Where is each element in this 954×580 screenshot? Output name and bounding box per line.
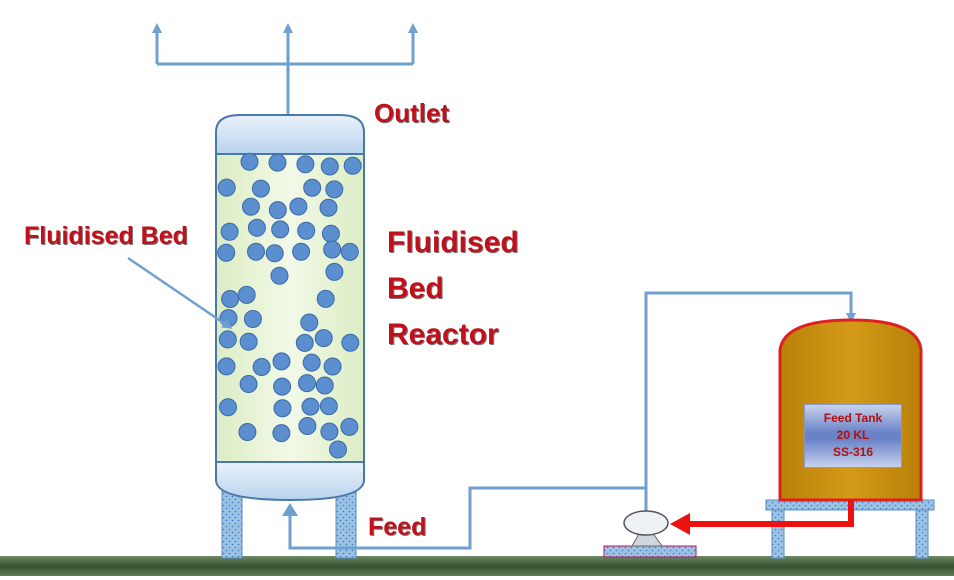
fluidised-bed-region: [215, 153, 365, 463]
arrow-up-icon: [282, 503, 298, 516]
particle: [272, 352, 291, 371]
particle: [273, 377, 292, 396]
particle: [272, 424, 291, 443]
feed-label: Feed: [368, 513, 427, 541]
particle: [295, 333, 314, 352]
ground-bar: [0, 556, 954, 576]
reactor-title-line: Reactor: [387, 318, 499, 351]
particle: [319, 397, 338, 416]
particle: [243, 310, 262, 328]
particle: [292, 242, 311, 261]
particle: [321, 224, 340, 243]
particle: [270, 266, 289, 285]
particle: [320, 157, 339, 176]
reactor-title-line: Bed: [387, 272, 444, 305]
particle: [238, 423, 257, 441]
outlet-pipes: [152, 23, 418, 118]
particle: [265, 244, 284, 263]
feed-piping: [288, 291, 856, 550]
reactor-title-line: Fluidised: [387, 226, 519, 259]
particle: [314, 329, 333, 348]
particle: [251, 179, 270, 198]
particle: [323, 240, 342, 259]
bed-particles: [217, 152, 362, 459]
particle: [219, 398, 237, 417]
particle: [268, 201, 287, 220]
particle: [325, 262, 344, 281]
tank-name: Feed Tank: [823, 411, 883, 425]
particle: [301, 397, 320, 416]
particle: [239, 375, 258, 393]
particle: [302, 353, 321, 372]
reactor-title: Fluidised Bed Reactor: [387, 220, 519, 358]
particle: [271, 220, 290, 239]
tank-capacity: 20 KL: [836, 428, 870, 442]
particle: [241, 197, 260, 216]
particle: [221, 290, 240, 308]
particle: [340, 242, 359, 261]
particle: [329, 440, 347, 459]
particle: [315, 376, 334, 395]
particle: [303, 178, 322, 197]
tank-material: SS-316: [832, 445, 874, 459]
particle: [240, 152, 259, 171]
particle: [217, 178, 236, 197]
particle: [341, 333, 360, 352]
particle: [300, 313, 319, 332]
particle: [217, 357, 236, 376]
particle: [247, 242, 265, 261]
particle: [320, 422, 339, 441]
particle: [273, 399, 292, 418]
reactor-leg-left: [221, 489, 243, 559]
particle: [298, 417, 317, 435]
pump-icon: [603, 510, 697, 558]
arrow-left-icon: [670, 513, 690, 535]
particle: [340, 417, 359, 436]
particle: [219, 309, 238, 328]
particle: [325, 180, 344, 199]
particle: [217, 243, 236, 262]
particle: [237, 285, 256, 304]
fluidised-bed-label: Fluidised Bed: [24, 222, 188, 250]
reactor-bottom-cap: [215, 461, 365, 502]
particle: [316, 289, 335, 308]
particle: [268, 153, 287, 172]
bed-pointer-arrow: [127, 256, 233, 329]
feed-tank-nameplate: Feed Tank 20 KL SS-316: [804, 404, 902, 468]
feed-flow-arrow: [670, 500, 854, 535]
particle: [298, 374, 316, 393]
particle: [319, 198, 338, 217]
particle: [218, 330, 237, 349]
particle: [239, 332, 258, 351]
particle: [247, 218, 266, 237]
particle: [220, 222, 239, 241]
reactor-vessel: [215, 114, 365, 502]
particle: [343, 156, 362, 175]
particle: [289, 197, 308, 216]
particle: [323, 357, 342, 376]
particle: [252, 358, 271, 376]
reactor-top-cap: [215, 114, 365, 155]
outlet-label: Outlet: [374, 98, 450, 128]
particle: [296, 155, 315, 174]
particle: [297, 221, 316, 240]
